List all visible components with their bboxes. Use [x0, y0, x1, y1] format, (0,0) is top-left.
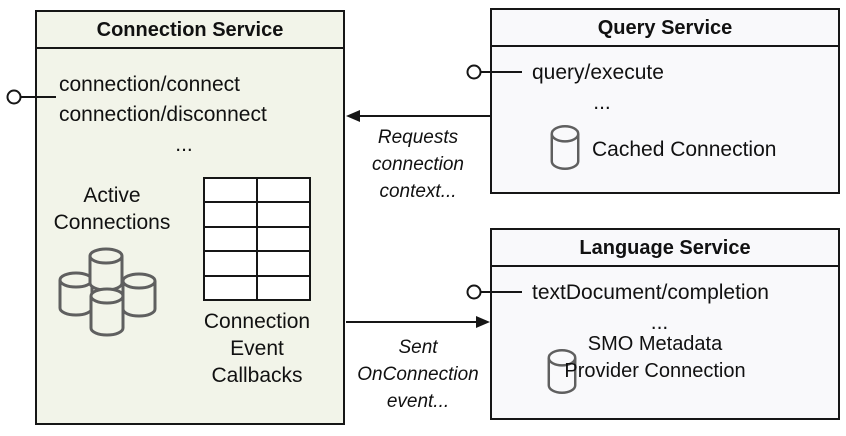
callback-table-cell — [205, 179, 256, 202]
connection-service-title: Connection Service — [37, 12, 343, 49]
callback-table-cell — [258, 252, 309, 275]
sent-onconnection-event-label: Sent OnConnection event... — [357, 337, 479, 412]
callbacks-label: Connection Event Callbacks — [203, 310, 311, 387]
language-service-methods: textDocument/completion ... — [532, 278, 787, 338]
callback-table-cell — [258, 227, 309, 251]
connection-service-box: Connection Service connection/connect co… — [35, 10, 345, 425]
requests-connection-context-label: Requests connection context... — [372, 127, 464, 202]
database-icon — [547, 349, 577, 395]
database-cluster-icon — [58, 247, 157, 337]
query-service-box: Query Service query/execute ... Cached C… — [490, 8, 840, 194]
connection-service-methods: connection/connect connection/disconnect… — [59, 70, 309, 160]
methods-ellipsis: ... — [175, 133, 193, 156]
callback-table-cell — [258, 276, 309, 299]
active-connections-label: Active Connections — [53, 184, 171, 234]
callback-table-cell — [205, 252, 256, 275]
callback-table — [203, 177, 311, 301]
methods-ellipsis: ... — [650, 311, 669, 334]
method-textdocument-completion: textDocument/completion — [532, 281, 769, 304]
callback-table-cell — [205, 227, 256, 251]
method-connection-connect: connection/connect — [59, 73, 240, 96]
language-service-title: Language Service — [492, 230, 838, 267]
callback-table-cell — [258, 179, 309, 202]
requests-connection-arrow — [346, 110, 490, 122]
method-query-execute: query/execute — [532, 61, 664, 84]
callback-table-cell — [258, 203, 309, 226]
query-service-title: Query Service — [492, 10, 838, 47]
query-service-methods: query/execute ... — [532, 58, 672, 118]
smo-metadata-provider-label: SMO Metadata Provider Connection — [564, 333, 746, 382]
methods-ellipsis: ... — [593, 91, 611, 114]
database-icon — [550, 125, 580, 171]
method-connection-disconnect: connection/disconnect — [59, 103, 267, 126]
callback-table-cell — [205, 203, 256, 226]
cached-connection-label: Cached Connection — [592, 138, 777, 161]
language-service-box: Language Service textDocument/completion… — [490, 228, 840, 420]
sent-onconnection-arrow — [346, 316, 490, 328]
callback-table-cell — [205, 276, 256, 299]
